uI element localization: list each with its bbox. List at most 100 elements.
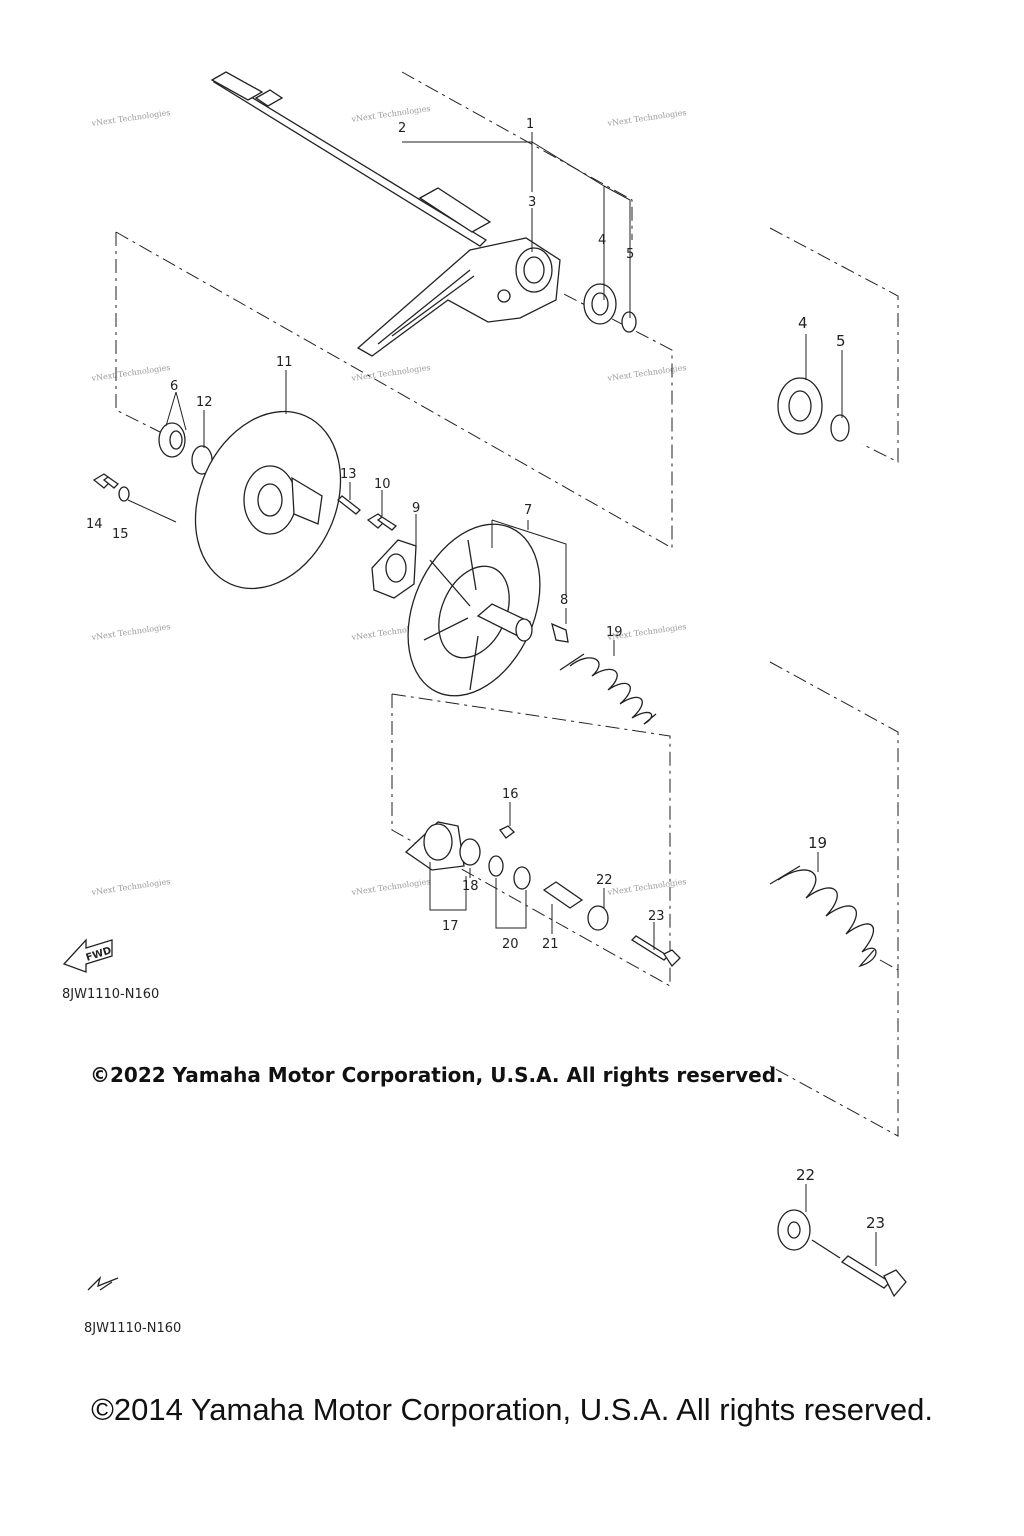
callout-23-right: 23 — [866, 1214, 885, 1232]
watermark: vNext Technologies — [606, 108, 687, 128]
bearing-right — [777, 377, 850, 442]
frame-right-mid — [769, 661, 899, 1137]
callout-4-right: 4 — [798, 314, 808, 332]
leader-17 — [429, 862, 467, 911]
callout-2: 2 — [398, 121, 406, 136]
bolt-14-shank — [102, 476, 120, 489]
spring-19-coil — [569, 657, 657, 725]
bolt-10-shank — [376, 516, 398, 531]
leader-lines — [127, 132, 877, 1266]
callout-21: 21 — [542, 937, 559, 952]
bushing-18 — [459, 838, 481, 866]
watermark: vNext Technologies — [350, 363, 431, 383]
fwd-arrow-shape — [62, 938, 113, 973]
callout-10: 10 — [374, 477, 391, 492]
support-arm — [356, 237, 561, 357]
leader-1 — [402, 132, 631, 318]
watermark: vNext Technologies — [350, 104, 431, 124]
bushing-6-inner — [169, 430, 183, 450]
callout-4: 4 — [598, 233, 606, 248]
bolt-23-right-head — [883, 1269, 907, 1298]
copyright-2014: ©2014 Yamaha Motor Corporation, U.S.A. A… — [91, 1392, 933, 1427]
leader-20 — [495, 878, 527, 929]
gasket-9-hole — [385, 553, 407, 583]
watermark: vNext Technologies — [606, 363, 687, 383]
frame-right-mid2 — [879, 959, 899, 971]
sheave-11-bore — [257, 483, 283, 517]
watermark: vNext Technologies — [90, 363, 171, 383]
shaft-spline-tip — [418, 187, 492, 233]
arm-rib — [377, 269, 475, 345]
callout-18: 18 — [462, 879, 479, 894]
leader-14-15 — [127, 499, 177, 523]
washer-22 — [587, 905, 609, 931]
frame-lower — [391, 693, 671, 987]
callout-1: 1 — [526, 117, 534, 132]
watermark-group: vNext Technologies vNext Technologies vN… — [90, 104, 687, 897]
frame-shaft — [401, 71, 633, 240]
spring-right — [769, 865, 877, 968]
bushing-set — [158, 422, 213, 475]
watermark: vNext Technologies — [90, 108, 171, 128]
diagram-code-1: 8JW1110-N160 — [62, 987, 159, 1002]
callout-5: 5 — [626, 247, 634, 262]
callout-22: 22 — [596, 873, 613, 888]
spring-19-right-coil — [777, 869, 877, 968]
circlip-top — [621, 311, 637, 333]
callout-9: 9 — [412, 501, 420, 516]
arm-bore-inner — [523, 256, 545, 284]
leader-7 — [491, 519, 567, 596]
sheave-11-boss — [291, 476, 323, 525]
spring-upper — [559, 653, 657, 725]
copyright-2022: ©2022 Yamaha Motor Corporation, U.S.A. A… — [90, 1063, 784, 1087]
spring-19-tail — [559, 653, 585, 671]
callout-7: 7 — [524, 503, 532, 518]
callout-22-right: 22 — [796, 1166, 815, 1184]
callout-15: 15 — [112, 527, 129, 542]
washer-20b — [513, 866, 531, 890]
watermark: vNext Technologies — [350, 877, 431, 897]
callout-14: 14 — [86, 517, 103, 532]
shaft-collar — [254, 89, 284, 107]
callout-3: 3 — [528, 195, 536, 210]
gasket-plate — [371, 539, 417, 599]
callout-11: 11 — [276, 355, 293, 370]
callout-19-right: 19 — [808, 834, 827, 852]
washer-22-right-hole — [787, 1221, 801, 1239]
drive-shaft — [210, 71, 492, 247]
shaft-spline-end — [210, 71, 264, 101]
callout-17: 17 — [442, 919, 459, 934]
bolt-23-shank — [630, 935, 670, 961]
sheave-7-spoke — [423, 539, 479, 691]
arm-hole — [497, 289, 511, 303]
callout-12: 12 — [196, 395, 213, 410]
leader-6 — [165, 391, 187, 431]
frame-right-top — [769, 227, 899, 463]
collar-21 — [542, 881, 584, 909]
callout-6: 6 — [170, 379, 178, 394]
slider — [551, 622, 569, 643]
fwd-arrow-partial-shape — [87, 1275, 119, 1291]
circlip-right — [830, 414, 850, 442]
bearing-top-inner — [591, 292, 609, 316]
watermark: vNext Technologies — [90, 877, 171, 897]
lower-assembly — [404, 821, 681, 968]
bearing-right-inner — [788, 390, 812, 422]
bearing-top — [583, 283, 637, 333]
callout-13: 13 — [340, 467, 357, 482]
bolt-23-right-shank — [840, 1255, 892, 1289]
washer-15 — [118, 486, 130, 502]
fixed-sheave — [194, 410, 342, 590]
callout-23: 23 — [648, 909, 665, 924]
sheave-7-hub-end — [515, 618, 533, 642]
nut-16 — [499, 825, 515, 839]
diagram-code-2: 8JW1110-N160 — [84, 1321, 181, 1336]
movable-sheave — [407, 523, 541, 697]
callout-19: 19 — [606, 625, 623, 640]
callout-20: 20 — [502, 937, 519, 952]
lower-right-fasteners — [777, 1209, 907, 1298]
callout-labels: 1 2 3 4 5 6 12 11 13 10 9 7 8 19 14 15 1… — [86, 117, 885, 1232]
washer-20a — [488, 855, 504, 877]
fwd-arrow-icon: FWD — [62, 938, 113, 973]
